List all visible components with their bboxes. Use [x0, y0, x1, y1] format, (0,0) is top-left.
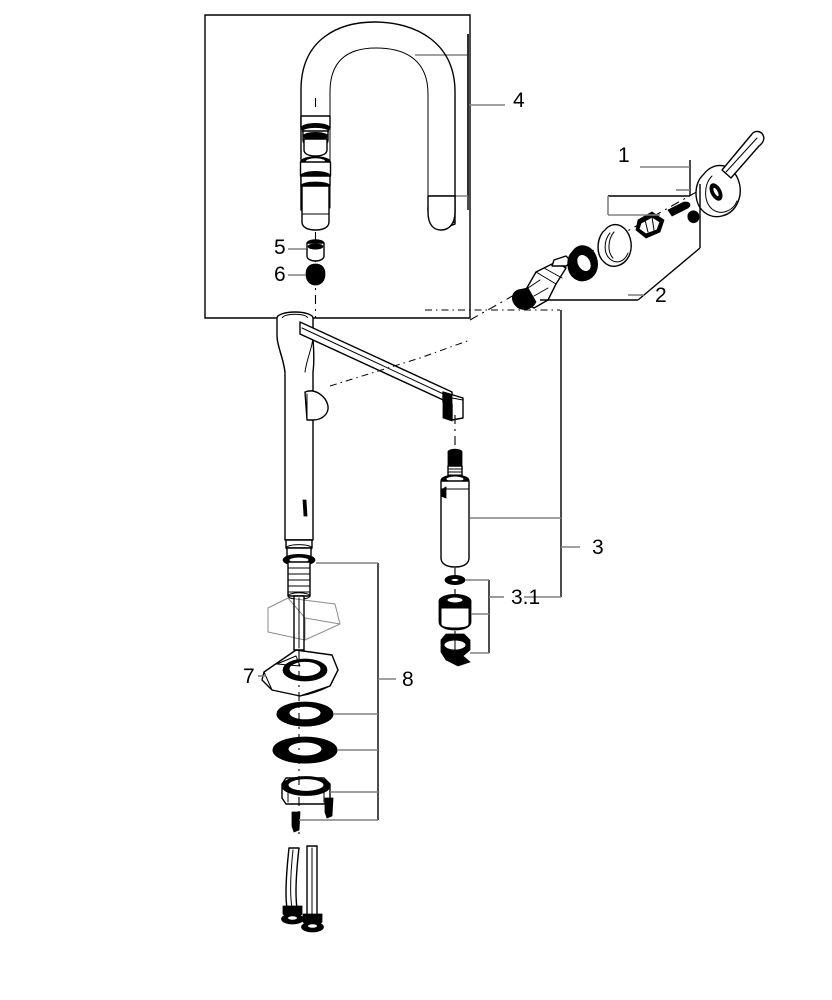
handle-grub-screw	[687, 210, 700, 224]
callout-label-5: 5	[274, 235, 286, 259]
handle-set-screw	[667, 201, 691, 217]
cartridge	[440, 448, 470, 568]
callout-label-3-1: 3.1	[511, 585, 541, 609]
lever-arm	[299, 321, 464, 422]
aerator-mousseur	[306, 239, 325, 262]
callout-label-4: 4	[513, 88, 525, 112]
callout-label-8: 8	[402, 667, 414, 691]
callout-label-1: 1	[618, 143, 630, 167]
supply-hose-right	[301, 845, 324, 933]
callout-3-leaders	[470, 310, 580, 597]
spout-outlet-sleeve	[300, 115, 331, 157]
handle-adapter	[635, 211, 665, 239]
handle-body	[512, 255, 573, 310]
lever-arm-leaders	[329, 309, 560, 387]
callout-2-leaders	[540, 184, 701, 301]
spout-tube	[300, 21, 456, 231]
cartridge-o-ring	[444, 575, 466, 586]
fixing-screw-right	[324, 797, 334, 819]
threaded-shank	[282, 539, 316, 651]
cartridge-clip	[440, 633, 471, 667]
callout-3-1-leaders	[465, 579, 561, 654]
callout-8-leaders	[299, 562, 396, 821]
plug-cap	[305, 263, 326, 286]
mounting-bracket	[261, 649, 339, 697]
rubber-washer	[276, 701, 334, 727]
handle-lever-cap	[695, 130, 765, 218]
metal-washer	[272, 736, 338, 764]
callout-label-6: 6	[274, 262, 286, 286]
callout-label-3: 3	[592, 535, 604, 559]
handle-sleeve	[597, 223, 632, 267]
callout-1-leaders	[607, 160, 691, 215]
faucet-body	[276, 311, 329, 541]
callout-label-7: 7	[243, 664, 255, 688]
cartridge-filter	[438, 594, 472, 631]
group-frame-box	[204, 14, 471, 319]
callout-5-6-leaders	[288, 248, 306, 276]
phantom-escutcheon	[267, 597, 341, 641]
handle-ring	[567, 245, 598, 282]
aerator-housing	[299, 156, 332, 231]
clamp-plate	[281, 776, 331, 805]
supply-hose-left	[281, 847, 304, 925]
callout-label-2: 2	[655, 283, 667, 307]
